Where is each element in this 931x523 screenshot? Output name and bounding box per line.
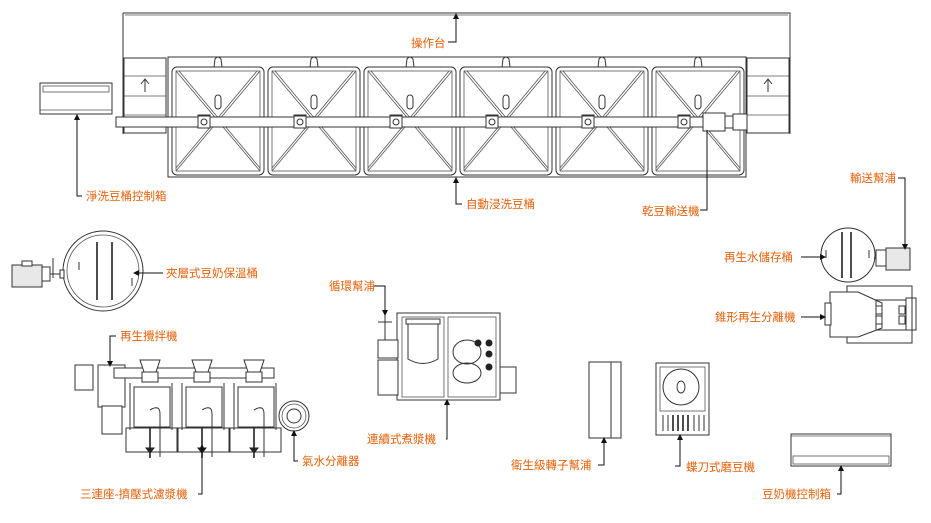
continuous-cooker (377, 312, 517, 401)
sanitary-rotor-pump (588, 361, 622, 439)
label-disc-blade-grinder: 蝶刀式磨豆機 (686, 460, 755, 474)
air-water-separator (278, 400, 310, 432)
pipe-clamp (677, 115, 691, 129)
reclaimed-water-tank (820, 227, 911, 283)
pipe-clamp-bolt (296, 118, 304, 126)
pipe-clamp (197, 115, 211, 129)
press-filter-unit (177, 359, 230, 458)
label-reclaimed-water-tank: 再生水儲存桶 (724, 250, 793, 264)
jacketed-soymilk-tank (11, 230, 144, 312)
leader-lines (74, 13, 908, 495)
label-triple-press-filter: 三連座-擠壓式濾漿機 (80, 487, 188, 501)
triple-press-filter (74, 359, 282, 458)
dry-bean-conveyor-pipe (115, 112, 748, 132)
pipe-clamp-bolt (488, 118, 496, 126)
soymilk-control-box (790, 433, 892, 467)
soak-tank (171, 56, 265, 176)
label-dry-bean-conveyor: 乾豆輸送機 (642, 204, 700, 218)
pipe-clamp-bolt (584, 118, 592, 126)
bean-wash-control-box (39, 82, 113, 115)
label-air-water-separator: 氣水分離器 (302, 454, 360, 468)
soak-tank (459, 56, 553, 176)
right-conveyor-section (746, 57, 790, 134)
grinder-grille (662, 415, 705, 431)
label-auto-soak-wash-tanks: 自動浸洗豆桶 (466, 197, 535, 211)
label-conical-separator: 錐形再生分離機 (715, 310, 796, 324)
label-transfer-pump: 輸送幫浦 (850, 171, 896, 185)
left-conveyor-section (123, 57, 167, 134)
up-arrow-icon (763, 78, 773, 92)
press-filter-unit (125, 359, 178, 458)
pipe-clamp-bolt (680, 118, 688, 126)
soak-tank (267, 56, 361, 176)
pipe-clamp (581, 115, 595, 129)
conical-separator (824, 285, 917, 344)
disc-blade-grinder (655, 362, 710, 436)
motor (74, 364, 94, 391)
pipe-clamp-bolt (392, 118, 400, 126)
soak-tank (555, 56, 649, 176)
soak-tank (363, 56, 457, 176)
pipe-clamp-bolt (200, 118, 208, 126)
label-sanitary-rotor-pump: 衛生級轉子幫浦 (511, 458, 592, 472)
press-filter-unit (229, 359, 282, 458)
pipe-clamp (389, 115, 403, 129)
pipe-clamp (293, 115, 307, 129)
label-operation-platform: 操作台 (411, 36, 446, 50)
label-regen-mixer: 再生攪拌機 (120, 329, 178, 343)
label-bean-wash-control-box: 淨洗豆桶控制箱 (86, 189, 167, 203)
label-soymilk-control-box: 豆奶機控制箱 (762, 487, 831, 501)
label-continuous-cooker: 連續式煮漿機 (367, 432, 436, 446)
pipe-clamp (485, 115, 499, 129)
up-arrow-icon (140, 78, 150, 92)
label-circulation-pump: 循環幫浦 (329, 279, 375, 293)
label-jacketed-soymilk-tank: 夾層式豆奶保溫桶 (166, 266, 258, 280)
